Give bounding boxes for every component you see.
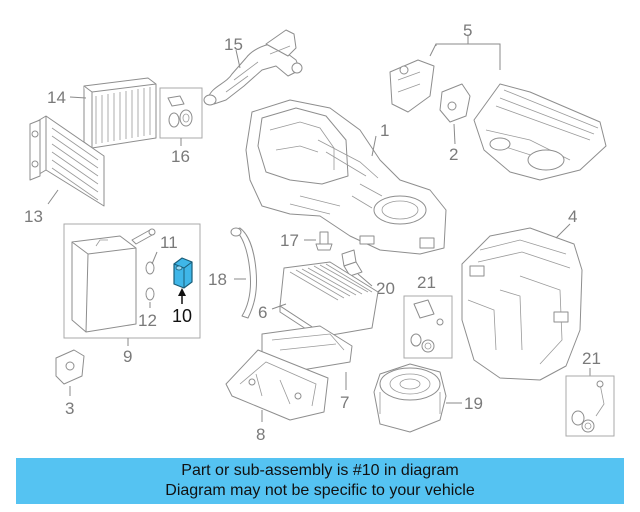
callout-19[interactable]: 19 <box>464 394 483 413</box>
part-20-sensor <box>341 249 363 277</box>
callout-17[interactable]: 17 <box>280 231 299 250</box>
part-14-heater-core <box>83 77 157 149</box>
parts-diagram: 15 14 16 13 1 <box>24 21 615 444</box>
part-8-tray <box>225 349 329 421</box>
part-16-seal-kit <box>159 87 203 139</box>
part-13-evaporator <box>29 115 105 207</box>
callout-11[interactable]: 11 <box>160 233 178 252</box>
part-1-hvac-housing <box>245 99 447 255</box>
callout-21b[interactable]: 21 <box>582 349 601 368</box>
callout-21a[interactable]: 21 <box>417 273 436 292</box>
info-banner: Part or sub-assembly is #10 in diagram D… <box>16 458 624 504</box>
part-3-actuator <box>55 349 85 385</box>
callout-8[interactable]: 8 <box>256 425 265 444</box>
callout-2[interactable]: 2 <box>449 145 458 164</box>
part-5-actuator <box>389 59 435 113</box>
callout-9[interactable]: 9 <box>123 347 132 366</box>
callout-5[interactable]: 5 <box>463 21 472 40</box>
callout-1[interactable]: 1 <box>380 121 389 140</box>
part-19-blower-motor <box>373 363 447 433</box>
part-15-refrigerant-tube <box>203 29 303 106</box>
callout-20[interactable]: 20 <box>376 279 395 298</box>
part-21-seal-kit-lower <box>565 375 615 437</box>
banner-line-2: Diagram may not be specific to your vehi… <box>165 482 475 499</box>
callout-6[interactable]: 6 <box>258 303 267 322</box>
part-21-seal-kit-upper <box>403 295 453 359</box>
callout-16[interactable]: 16 <box>171 147 190 166</box>
callout-15[interactable]: 15 <box>224 35 243 54</box>
part-9-group-box <box>63 223 201 339</box>
part-17-screw <box>315 231 333 251</box>
part-18-drain-hose <box>230 227 257 319</box>
callout-7[interactable]: 7 <box>340 393 349 412</box>
part-5-flap-housing <box>473 83 607 181</box>
part-10-expansion-valve[interactable] <box>173 257 193 289</box>
callout-12[interactable]: 12 <box>138 311 157 330</box>
callout-14[interactable]: 14 <box>47 88 66 107</box>
part-2-actuator-motor <box>439 83 471 123</box>
part-4-lower-housing <box>461 227 583 381</box>
callout-18[interactable]: 18 <box>208 270 227 289</box>
callout-10[interactable]: 10 <box>172 306 192 326</box>
banner-line-1: Part or sub-assembly is #10 in diagram <box>181 462 459 479</box>
callout-13[interactable]: 13 <box>24 207 43 226</box>
callout-4[interactable]: 4 <box>568 207 577 226</box>
callout-3[interactable]: 3 <box>65 399 74 418</box>
